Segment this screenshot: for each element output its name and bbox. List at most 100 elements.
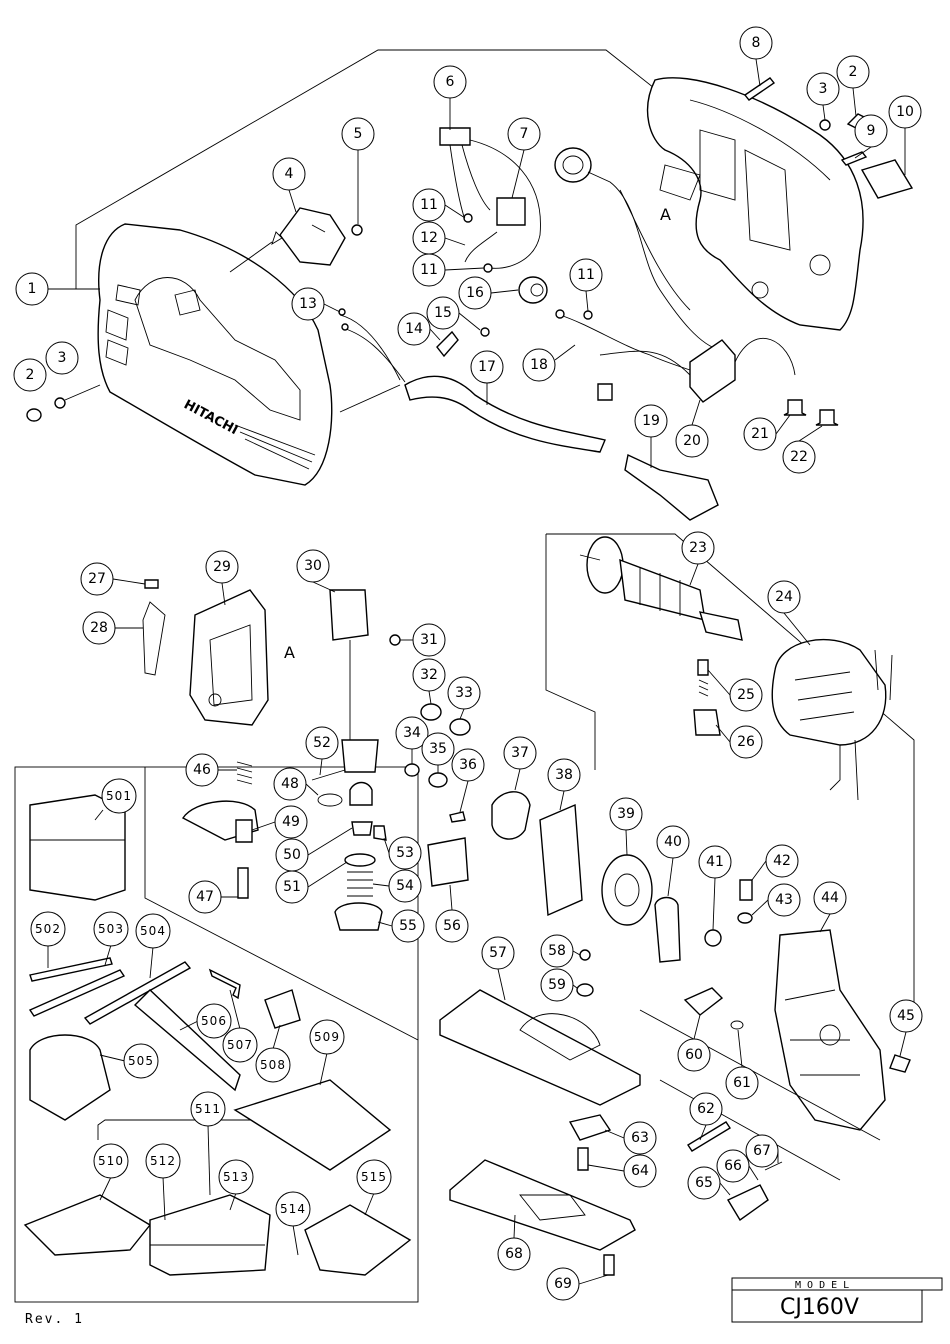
callout-number: 31 [420,632,438,648]
callout-number: 66 [724,1158,742,1174]
callout-number: 58 [548,943,566,959]
callout-49: 49 [274,805,308,839]
caps-21-22 [783,399,839,426]
callout-number: 60 [685,1047,703,1063]
callout-6: 6 [433,65,467,99]
callout-number: 506 [201,1014,227,1028]
callout-number: 68 [505,1246,523,1262]
callout-number: 23 [689,540,707,556]
callout-number: 22 [790,449,808,465]
callout-number: 512 [150,1154,176,1168]
switch-4 [229,207,363,273]
callout-number: 35 [429,741,447,757]
callout-513: 513 [218,1159,254,1195]
callout-number: 9 [867,123,876,139]
callout-number: 63 [631,1130,649,1146]
callout-32: 32 [412,658,446,692]
callout-number: 51 [283,879,301,895]
callout-7: 7 [507,117,541,151]
callout-number: 25 [737,687,755,703]
callout-12: 12 [412,221,446,255]
callout-number: 24 [775,589,793,605]
callout-number: 17 [478,359,496,375]
callout-number: 507 [227,1038,253,1052]
callout-number: 18 [530,357,548,373]
callout-number: 40 [664,834,682,850]
callout-number: 21 [751,426,769,442]
callout-62: 62 [689,1092,723,1126]
callout-number: 55 [399,918,417,934]
callout-54: 54 [388,869,422,903]
callout-509: 509 [309,1019,345,1055]
callout-9: 9 [854,114,888,148]
callout-number: 508 [260,1058,286,1072]
callout-number: 48 [281,776,299,792]
callout-number: 511 [195,1102,221,1116]
callout-43: 43 [767,883,801,917]
model-label: M O D E L [795,1280,849,1291]
callout-number: 20 [683,433,701,449]
callout-515: 515 [356,1159,392,1195]
callout-2: 2 [13,358,47,392]
callout-67: 67 [745,1134,779,1168]
callout-26: 26 [729,725,763,759]
callout-number: 29 [213,559,231,575]
callout-506: 506 [196,1003,232,1039]
callout-25: 25 [729,678,763,712]
callout-33: 33 [447,676,481,710]
callout-number: 13 [299,296,317,312]
cap-and-screw-2-3 [26,384,101,422]
callout-number: 32 [420,667,438,683]
callout-46: 46 [185,753,219,787]
callout-number: 12 [420,230,438,246]
screws-8-9-label-10 [743,77,914,199]
callout-66: 66 [716,1149,750,1183]
callout-55: 55 [391,909,425,943]
callout-508: 508 [255,1047,291,1083]
callout-number: 509 [314,1030,340,1044]
title-block: M O D E L CJ160V [731,1277,943,1323]
callout-504: 504 [135,913,171,949]
speed-dial [554,147,721,351]
callout-number: 49 [282,814,300,830]
callout-number: 46 [193,762,211,778]
plunger-30-31 [329,589,401,931]
callout-45: 45 [889,999,923,1033]
callout-29: 29 [205,550,239,584]
callout-37: 37 [503,736,537,770]
callout-28: 28 [82,611,116,645]
callout-number: 53 [396,845,414,861]
callout-22: 22 [782,440,816,474]
leader-lines [47,58,907,1285]
callout-number: 11 [420,262,438,278]
callout-number: 64 [631,1163,649,1179]
callout-57: 57 [481,936,515,970]
callout-61: 61 [725,1066,759,1100]
rollers-32-33-36-37 [404,703,531,840]
revision-label: Rev. 1 [25,1312,84,1327]
ferrite-16 [518,276,548,304]
callout-20: 20 [675,424,709,458]
callout-50: 50 [275,838,309,872]
callout-number: 27 [88,571,106,587]
callout-number: 59 [548,977,566,993]
callout-11: 11 [412,188,446,222]
callout-4: 4 [272,157,306,191]
callout-number: 14 [405,321,423,337]
callout-number: 44 [821,890,839,906]
callout-16: 16 [458,276,492,310]
callout-number: 52 [313,735,331,751]
callout-number: 37 [511,745,529,761]
callout-number: 69 [554,1276,572,1292]
callout-40: 40 [656,825,690,859]
callout-44: 44 [813,881,847,915]
gear-case-29 [142,579,269,726]
callout-number: 56 [443,918,461,934]
callout-number: 11 [577,267,595,283]
callout-1: 1 [15,272,49,306]
callout-number: 41 [706,854,724,870]
callout-5: 5 [341,117,375,151]
rear-housing [647,77,864,331]
